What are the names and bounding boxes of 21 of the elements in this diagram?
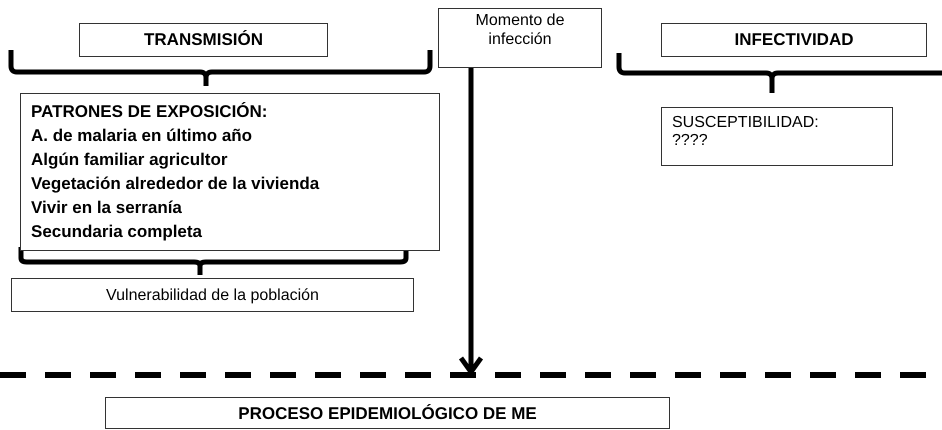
heading-box <box>661 23 927 57</box>
arrow <box>458 68 484 374</box>
box-label: Momento de infección <box>474 11 566 50</box>
process-box <box>105 397 670 429</box>
event-box <box>438 8 602 68</box>
box-label: INFECTIVIDAD <box>734 30 854 50</box>
list-item: A. de malaria en último año <box>31 125 254 147</box>
box-label: Vulnerabilidad de la población <box>105 286 320 306</box>
box-label: PROCESO EPIDEMIOLÓGICO DE ME <box>237 404 538 424</box>
box-heading: SUSCEPTIBILIDAD: <box>672 114 820 132</box>
list-item: Secundaria completa <box>31 221 204 243</box>
factor-box <box>661 107 893 166</box>
heading-box <box>79 23 328 57</box>
box-label: TRANSMISIÓN <box>143 30 264 50</box>
outcome-box <box>11 278 414 312</box>
box-text: ???? <box>672 132 709 150</box>
factor-list-box <box>20 93 440 251</box>
list-heading: PATRONES DE EXPOSICIÓN: <box>31 101 268 123</box>
list-item: Vivir en la serranía <box>31 197 183 219</box>
list-item: Vegetación alrededor de la vivienda <box>31 173 320 195</box>
list-item: Algún familiar agricultor <box>31 149 228 171</box>
